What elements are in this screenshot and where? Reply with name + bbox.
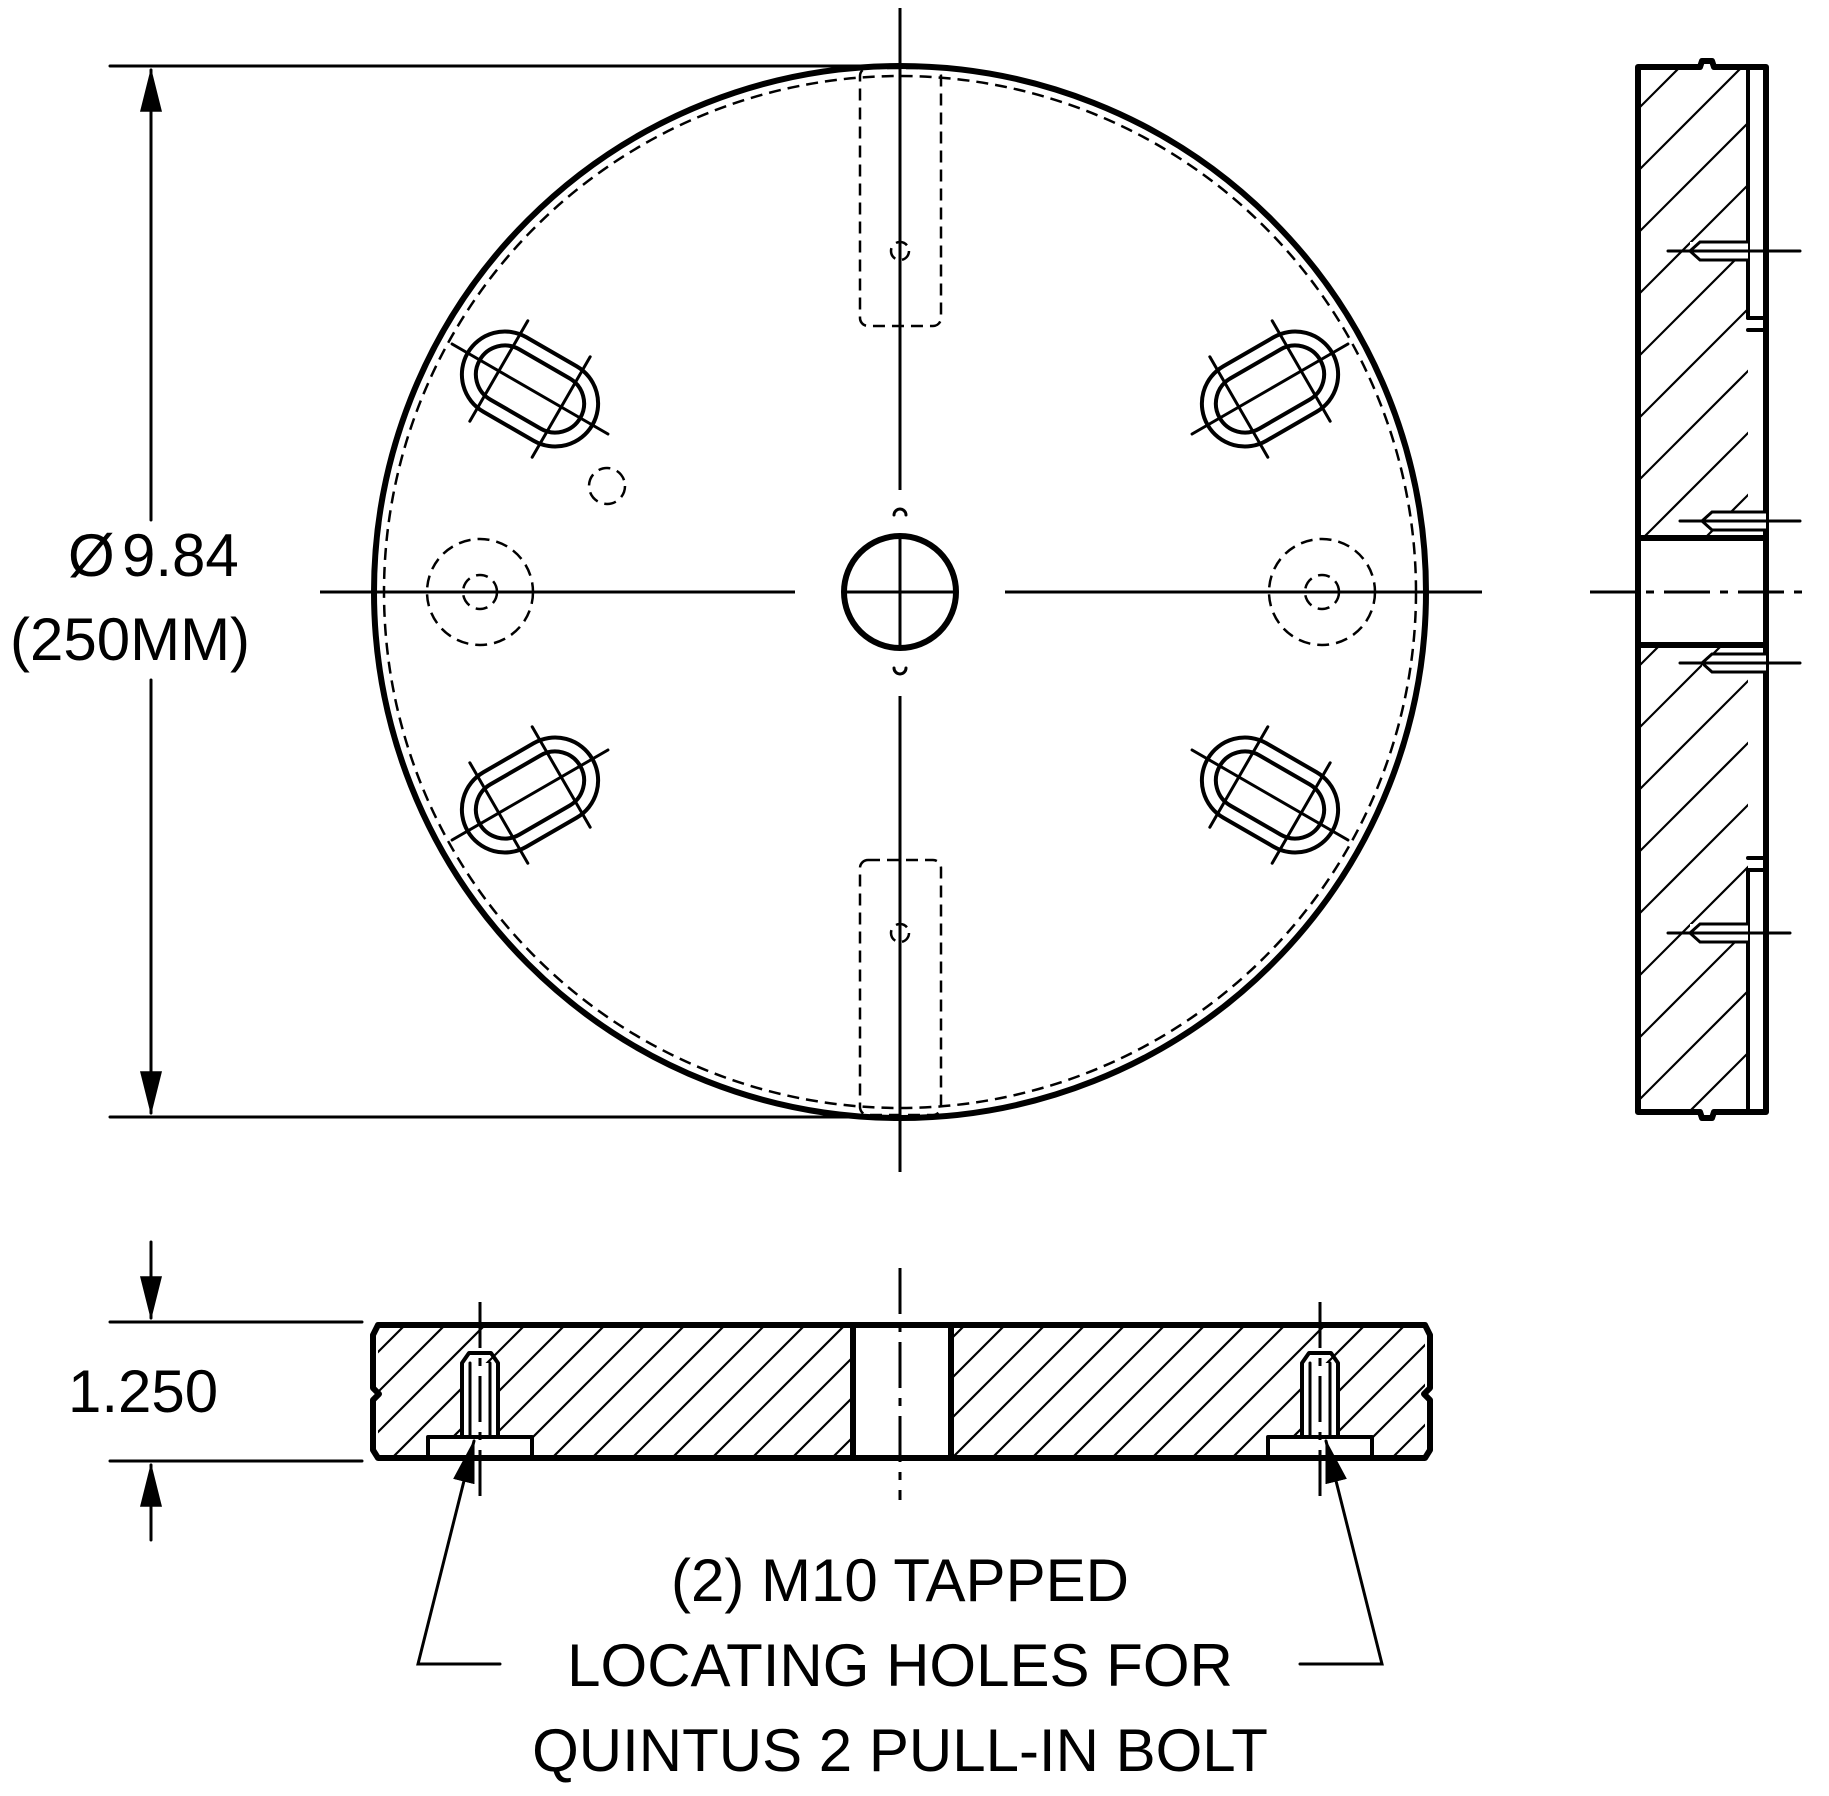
slot-top-left	[450, 319, 610, 459]
hidden-slot-top	[858, 66, 943, 328]
leader-left	[416, 1438, 502, 1666]
note-line-1: (2) M10 TAPPED	[671, 1547, 1129, 1614]
pin-hole-top	[892, 507, 908, 517]
slot-bottom-left	[450, 725, 610, 865]
slot-bottom-right	[1190, 725, 1350, 865]
slot-top-right	[1190, 319, 1350, 459]
bottom-outline	[370, 1322, 1433, 1461]
top-view: Ø 9.84 (250MM)	[10, 8, 1482, 1172]
side-tapped-hole-4	[1666, 922, 1792, 944]
side-tapped-hole-1	[1666, 240, 1802, 262]
diameter-value: 9.84	[122, 522, 239, 589]
note-line-3: QUINTUS 2 PULL-IN BOLT	[532, 1717, 1268, 1784]
tapped-hole-right	[1300, 1351, 1340, 1439]
bottom-section-view: 1.250	[68, 1240, 1433, 1666]
side-tapped-hole-3	[1678, 652, 1802, 674]
side-tapped-hole-2	[1678, 510, 1802, 532]
hidden-slot-bottom	[858, 858, 943, 1117]
side-outline	[1635, 58, 1769, 1121]
pin-hole-bottom	[892, 666, 908, 676]
hidden-small-hole	[587, 466, 627, 506]
tapped-hole-left	[460, 1351, 500, 1439]
leader-right	[1298, 1438, 1384, 1666]
side-section-view	[1590, 58, 1810, 1121]
thickness-value: 1.250	[68, 1358, 218, 1425]
diameter-symbol: Ø	[68, 522, 115, 589]
hidden-hole-right	[1267, 537, 1377, 647]
callout-note: (2) M10 TAPPED LOCATING HOLES FOR QUINTU…	[532, 1547, 1268, 1784]
note-line-2: LOCATING HOLES FOR	[567, 1632, 1233, 1699]
diameter-metric: (250MM)	[10, 606, 250, 673]
hidden-hole-left	[425, 537, 535, 647]
